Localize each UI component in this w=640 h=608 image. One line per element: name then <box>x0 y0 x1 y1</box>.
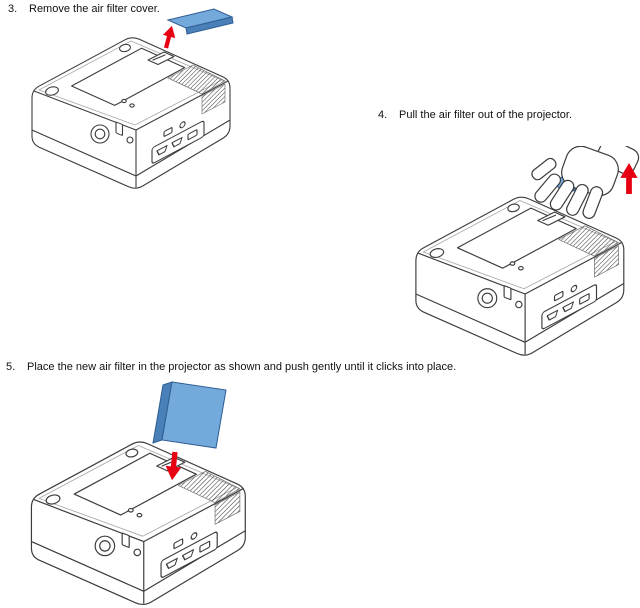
air-filter-cover <box>166 8 234 35</box>
step-4-label: 4. Pull the air filter out of the project… <box>378 109 572 122</box>
hand-icon <box>531 146 640 219</box>
figure-step-3 <box>16 8 248 200</box>
step-5-label: 5. Place the new air filter in the projec… <box>6 361 456 374</box>
projector-drawing <box>31 37 231 189</box>
pull-filter-illustration <box>415 146 640 356</box>
step-3-number: 3. <box>8 3 18 15</box>
arrow-up-icon <box>159 24 179 50</box>
step-4-text: Pull the air filter out of the projector… <box>399 109 573 121</box>
step-3-label: 3. Remove the air filter cover. <box>8 3 160 16</box>
figure-step-5 <box>12 378 302 608</box>
remove-cover-illustration <box>31 8 234 189</box>
air-filter-cover-side <box>185 16 234 35</box>
figure-step-4 <box>393 146 640 360</box>
projector-drawing <box>30 441 246 606</box>
new-air-filter-face <box>161 381 227 449</box>
step-4-number: 4. <box>378 109 388 121</box>
insert-filter-illustration <box>30 381 246 606</box>
new-air-filter <box>152 381 227 449</box>
step-3-text: Remove the air filter cover. <box>29 3 160 15</box>
step-5-number: 5. <box>6 361 16 373</box>
projector-drawing <box>415 196 625 356</box>
step-5-text: Place the new air filter in the projecto… <box>27 361 457 373</box>
